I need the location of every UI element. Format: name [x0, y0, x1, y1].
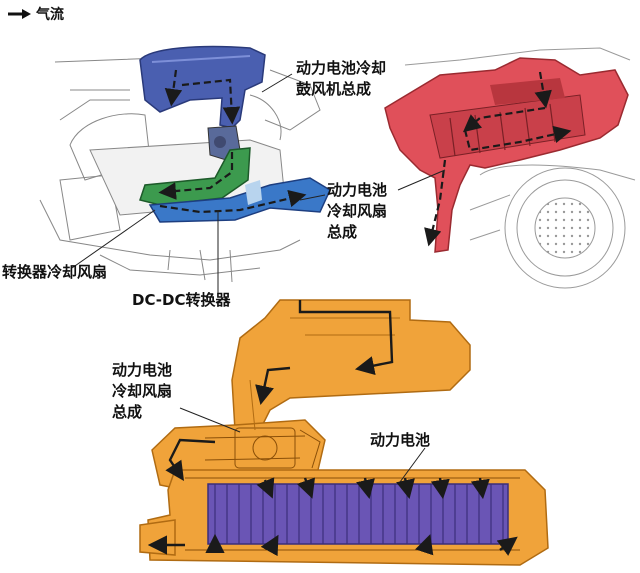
leader-lines-bottom	[179, 407, 426, 483]
label-line: 动力电池	[327, 181, 388, 199]
label-converter-fan: 转换器冷却风扇	[2, 263, 108, 281]
battery-cells	[207, 483, 509, 545]
label-line: 总成	[327, 223, 358, 241]
fan-mechanism	[204, 427, 321, 469]
label-blower-assembly: 动力电池冷却 鼓风机总成	[296, 58, 386, 100]
label-line: 总成	[112, 403, 143, 421]
label-battery: 动力电池	[370, 431, 431, 449]
label-line: 动力电池冷却	[296, 59, 387, 77]
leader-lines-top	[71, 73, 326, 295]
arrow-right-icon	[8, 9, 31, 19]
label-fan-bottom: 动力电池 冷却风扇 总成	[112, 360, 172, 423]
airflow-legend: 气流	[8, 4, 64, 24]
airflow-arrows-blower	[158, 69, 307, 214]
label-line: 动力电池	[112, 361, 173, 379]
airflow-arrows-bottom	[147, 300, 518, 557]
label-line: 冷却风扇	[112, 382, 173, 400]
label-line: 冷却风扇	[327, 202, 388, 220]
legend-label: 气流	[36, 7, 64, 23]
vehicle-rear-drawing	[404, 47, 636, 289]
leader-line-red	[397, 169, 446, 191]
airflow-arrows-red	[424, 71, 572, 247]
battery-top-rail	[185, 477, 520, 551]
label-fan-top: 动力电池 冷却风扇 总成	[327, 180, 387, 243]
label-line: 鼓风机总成	[296, 80, 372, 98]
label-dcdc-converter: DC-DC转换器	[132, 291, 231, 309]
